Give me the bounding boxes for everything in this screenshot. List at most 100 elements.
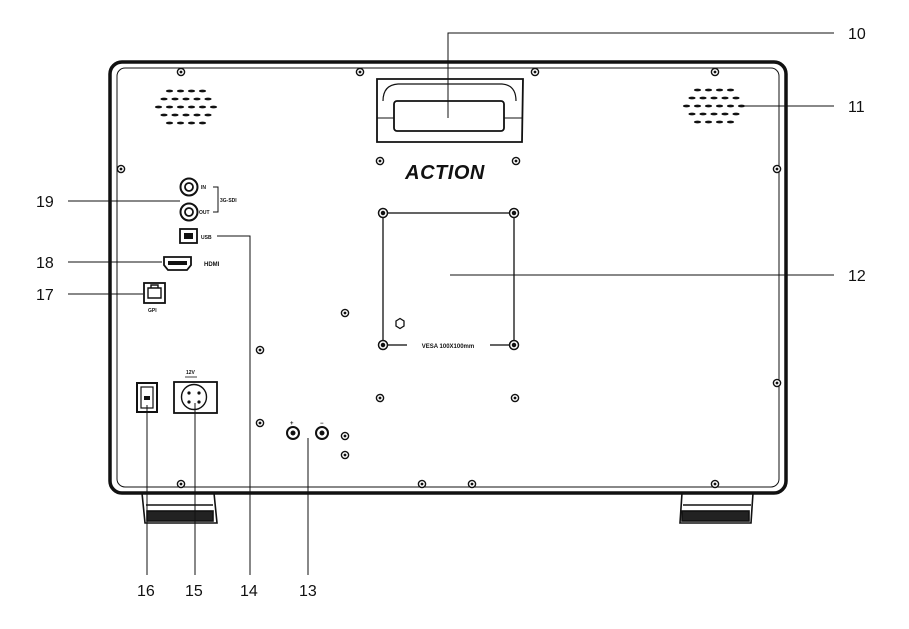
screw-center [775, 381, 779, 385]
speaker-hole [704, 104, 713, 108]
gpi-port: GPI [143, 282, 166, 314]
speaker-hole [171, 97, 179, 101]
speaker-hole [688, 112, 696, 116]
sdi-out-label: OUT [199, 210, 210, 216]
speaker-hole [209, 105, 218, 109]
callout-leaders [68, 32, 834, 575]
vesa-label: VESA 100X100mm [422, 344, 474, 350]
screw-center [343, 453, 347, 457]
usb-port: USB [179, 228, 212, 244]
speaker-hole [704, 88, 713, 92]
speaker-hole [715, 120, 724, 124]
speaker-hole [699, 112, 707, 116]
speaker-hole [732, 112, 740, 116]
callout-17: 17 [36, 287, 54, 304]
screw-center [470, 482, 474, 486]
vesa-screw-holes [377, 207, 520, 351]
callout-19: 19 [36, 194, 54, 211]
speaker-hole [693, 120, 702, 124]
speaker-hole [710, 112, 718, 116]
speaker-hole [182, 113, 190, 117]
speaker-hole [160, 97, 168, 101]
leader-10 [447, 32, 834, 118]
right-foot [679, 492, 754, 524]
speaker-hole [176, 121, 185, 125]
screw-center [378, 396, 382, 400]
speaker-hole [198, 89, 207, 93]
callout-numbers: 10 11 12 13 14 15 16 17 18 19 [36, 26, 866, 600]
speaker-hole [721, 112, 729, 116]
brand-logo: ACTION [404, 162, 485, 184]
screw-center [119, 167, 123, 171]
hdmi-label: HDMI [204, 262, 220, 268]
screw-center [533, 70, 537, 74]
speaker-hole [726, 88, 735, 92]
speaker-hole [193, 113, 201, 117]
speaker-hole [176, 89, 185, 93]
speaker-hole [165, 121, 174, 125]
speaker-hole [693, 88, 702, 92]
kensington-lock [395, 317, 405, 330]
screw-center [775, 167, 779, 171]
speaker-hole [699, 96, 707, 100]
screw-center [179, 482, 183, 486]
sdi-in-label: IN [201, 185, 206, 191]
callout-13: 13 [299, 583, 317, 600]
screw-center [343, 434, 347, 438]
speaker-hole [682, 104, 691, 108]
vesa-mount: VESA 100X100mm [377, 207, 520, 351]
screw-center [179, 70, 183, 74]
sdi-connectors: IN OUT 3G-SDI [179, 177, 237, 222]
hdmi-port: HDMI [163, 256, 220, 271]
screw-center [378, 159, 382, 163]
screw-center [713, 70, 717, 74]
callout-15: 15 [185, 583, 203, 600]
dc-input-label: 12V [186, 370, 196, 376]
speaker-hole [688, 96, 696, 100]
speaker-hole [187, 105, 196, 109]
usb-label: USB [201, 235, 212, 241]
speaker-hole [204, 113, 212, 117]
left-foot [141, 492, 218, 524]
speaker-hole [726, 104, 735, 108]
sdi-group-label: 3G-SDI [220, 198, 237, 204]
speaker-hole [198, 121, 207, 125]
speaker-hole [193, 97, 201, 101]
speaker-hole [187, 89, 196, 93]
monitor-body [108, 60, 788, 495]
speaker-hole [182, 97, 190, 101]
callout-12: 12 [848, 268, 866, 285]
gpi-label: GPI [148, 308, 157, 314]
speaker-hole [715, 104, 724, 108]
speaker-hole [171, 113, 179, 117]
speaker-hole [204, 97, 212, 101]
callout-16: 16 [137, 583, 155, 600]
speaker-hole [154, 105, 163, 109]
screw-center [358, 70, 362, 74]
callout-11: 11 [848, 99, 865, 116]
speaker-hole [721, 96, 729, 100]
callout-10: 10 [848, 26, 866, 43]
speaker-hole [715, 88, 724, 92]
screw-center [514, 159, 518, 163]
speaker-hole [737, 104, 746, 108]
leader-14 [217, 235, 251, 575]
chassis-screws [116, 67, 782, 489]
speaker-hole [732, 96, 740, 100]
speaker-grilles [154, 88, 746, 125]
speaker-hole [198, 105, 207, 109]
screw-center [258, 421, 262, 425]
screw-center [713, 482, 717, 486]
screw-center [343, 311, 347, 315]
speaker-hole [165, 89, 174, 93]
speaker-hole [710, 96, 718, 100]
power-switch [136, 382, 158, 413]
speaker-hole [693, 104, 702, 108]
speaker-hole [187, 121, 196, 125]
screw-center [420, 482, 424, 486]
speaker-hole [165, 105, 174, 109]
carry-handle [376, 78, 524, 143]
minus-label: − [320, 421, 324, 427]
speaker-hole [176, 105, 185, 109]
